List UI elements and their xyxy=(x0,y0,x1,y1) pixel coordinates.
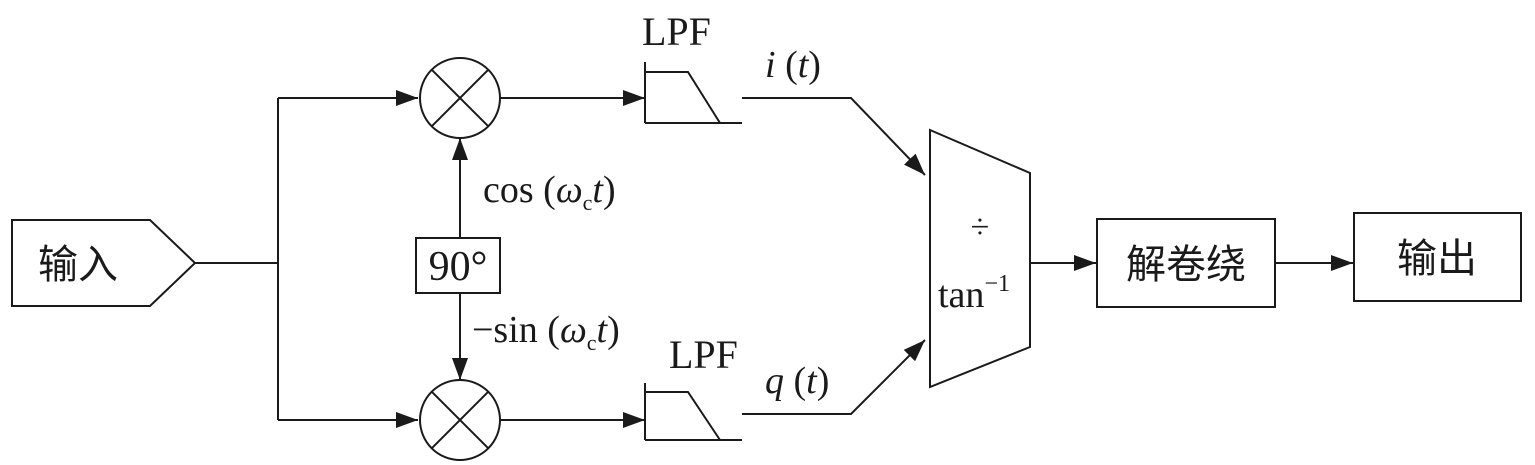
top-mixer xyxy=(419,57,501,139)
output-block: 输出 xyxy=(1353,212,1522,302)
phase-shift-label: 90° xyxy=(429,244,488,290)
phase-shift-block: 90° xyxy=(415,138,501,380)
i-signal-label: i (t) xyxy=(765,44,821,86)
output-label: 输出 xyxy=(1397,236,1477,282)
q-signal-wire xyxy=(742,339,926,415)
bottom-lpf-label: LPF xyxy=(669,332,738,377)
i-signal-wire xyxy=(742,97,926,176)
top-lpf-label: LPF xyxy=(642,9,711,54)
unwrap-block: 解卷绕 xyxy=(1096,218,1276,308)
arctan-label: tan−1 xyxy=(938,271,1010,316)
top-lpf: LPF xyxy=(642,9,742,124)
input-label: 输入 xyxy=(38,242,118,288)
divide-symbol: ÷ xyxy=(971,209,990,246)
sin-reference-label: −sin (ωct) xyxy=(472,309,620,355)
unwrap-label: 解卷绕 xyxy=(1126,242,1246,288)
input-splitter xyxy=(195,90,418,428)
input-block: 输入 xyxy=(11,219,197,307)
bottom-lpf: LPF xyxy=(644,332,742,441)
q-signal-label: q (t) xyxy=(765,360,829,402)
arctan-block: ÷ tan−1 xyxy=(929,128,1031,389)
bottom-mixer xyxy=(419,379,501,461)
cos-reference-label: cos (ωct) xyxy=(483,169,616,215)
